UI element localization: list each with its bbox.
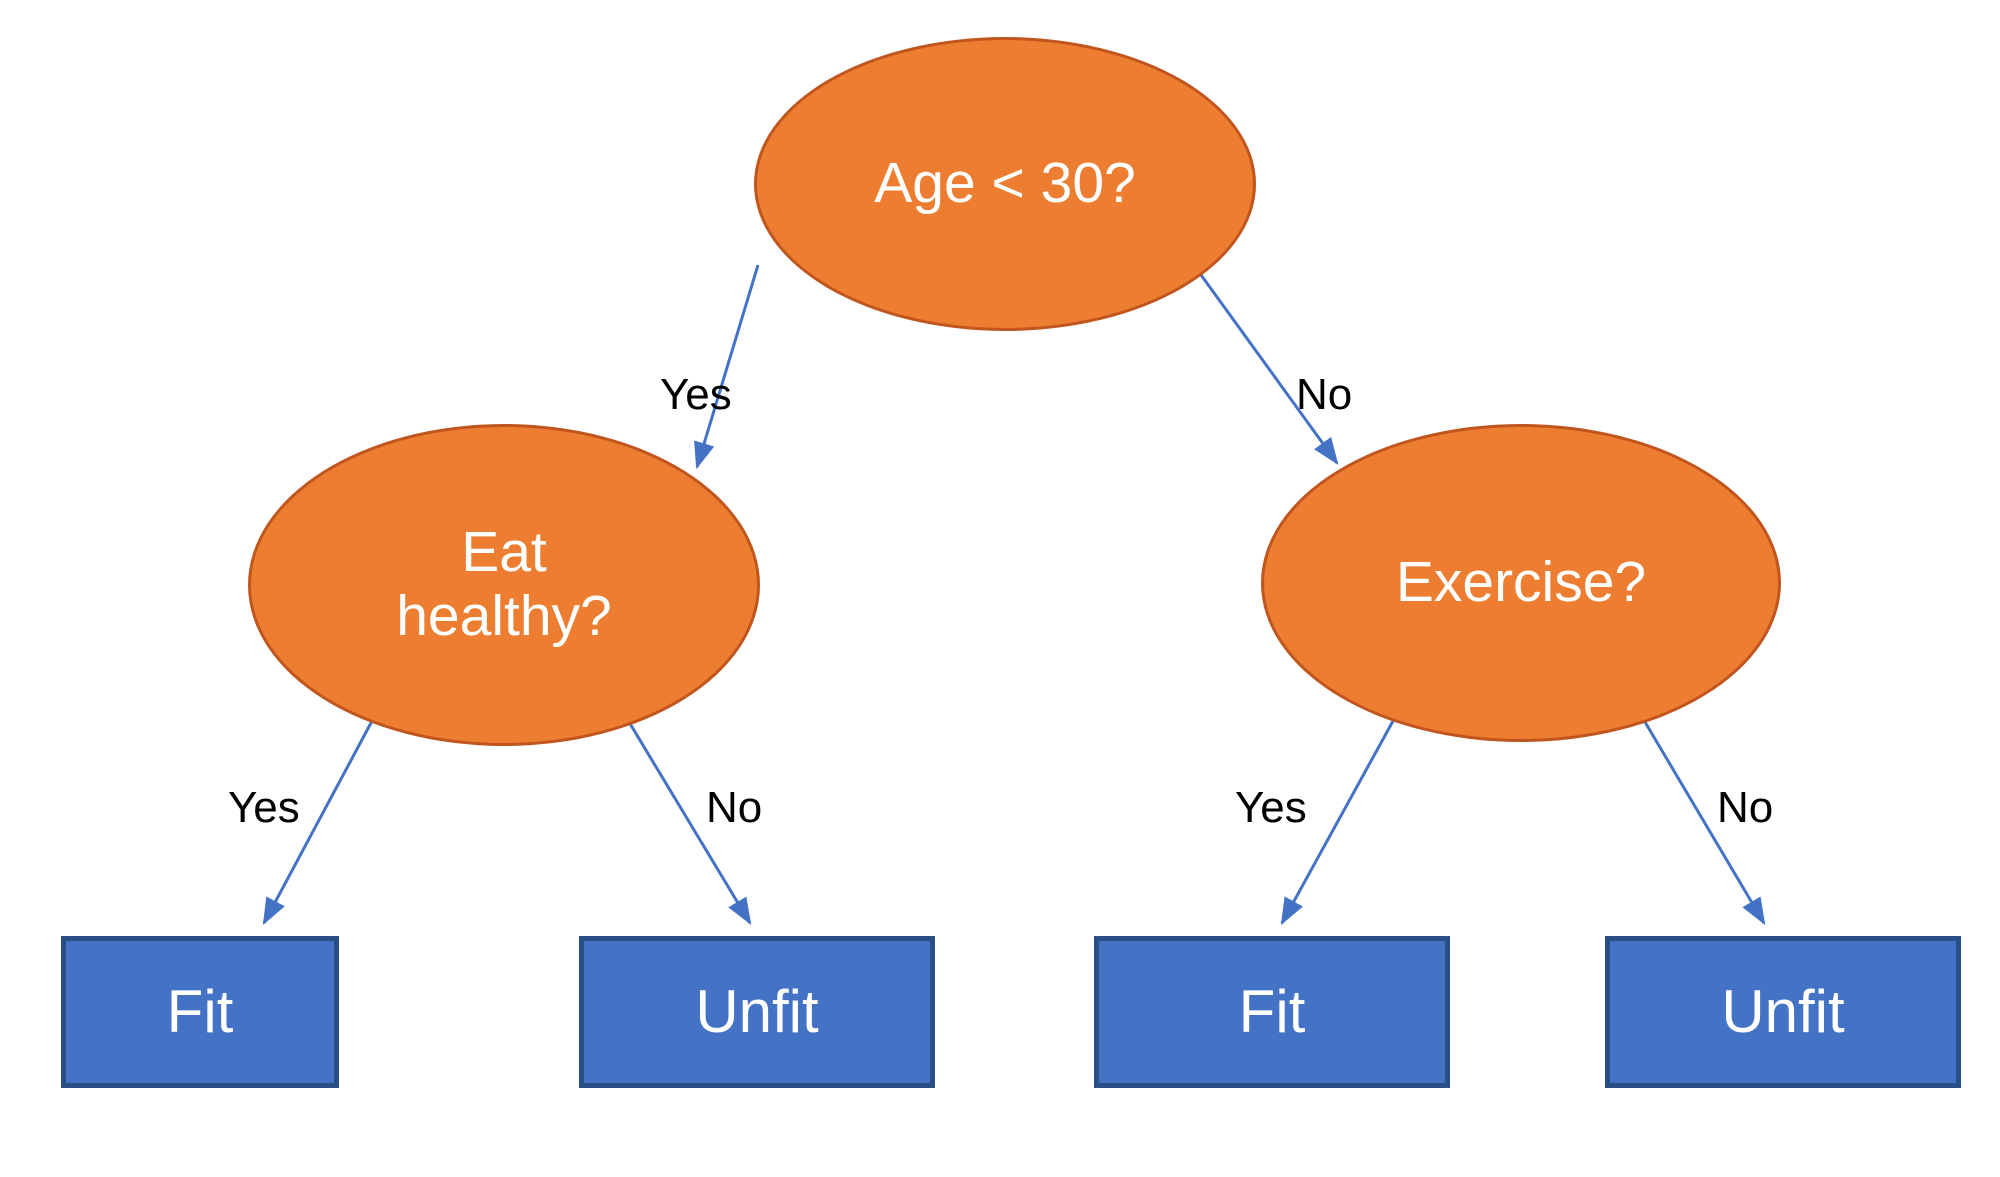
edge-root-no [1194, 267, 1339, 465]
node-exercise[interactable]: Exercise? [1261, 424, 1781, 742]
node-label-exercise: Exercise? [1395, 550, 1647, 615]
edge-label-exercise-no: No [1717, 783, 1774, 832]
edge-label-root-no: No [1296, 370, 1353, 419]
edge-root-yes [694, 264, 760, 470]
edge-label-exercise-yes: Yes [1235, 783, 1307, 832]
node-label-leaf-fit-1: Fit [166, 978, 234, 1046]
edge-label-eat-no: No [706, 783, 763, 832]
node-leaf-fit-2[interactable]: Fit [1094, 936, 1450, 1088]
node-label-leaf-unfit-1: Unfit [695, 978, 819, 1046]
node-root[interactable]: Age < 30? [754, 37, 1256, 331]
node-label-leaf-fit-2: Fit [1238, 978, 1306, 1046]
edge-label-eat-yes: Yes [228, 783, 300, 832]
node-label-root: Age < 30? [874, 151, 1136, 216]
node-leaf-unfit-2[interactable]: Unfit [1605, 936, 1961, 1088]
node-eat-healthy[interactable]: Eat healthy? [248, 424, 760, 746]
node-label-eat-healthy: Eat healthy? [396, 520, 612, 648]
node-leaf-fit-1[interactable]: Fit [61, 936, 339, 1088]
node-label-leaf-unfit-2: Unfit [1721, 978, 1845, 1046]
edge-label-root-yes: Yes [660, 370, 732, 419]
node-leaf-unfit-1[interactable]: Unfit [579, 936, 935, 1088]
